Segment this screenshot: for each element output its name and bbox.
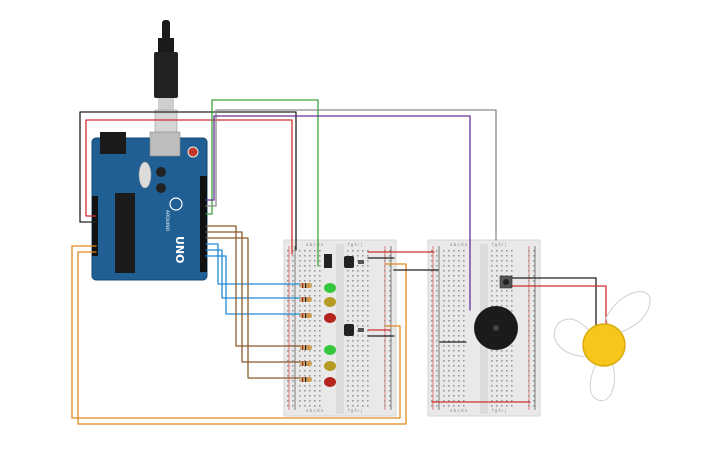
led-green-4[interactable] (324, 345, 336, 355)
resistor-band (308, 313, 310, 318)
resistor-band (305, 361, 307, 366)
resistor-band (302, 297, 304, 302)
wires[interactable] (71, 99, 607, 425)
breadboard-col-labels-left: a b c d e (306, 242, 324, 247)
transistor-small[interactable] (324, 254, 332, 268)
wire-brown-led6[interactable] (205, 237, 301, 379)
led-yellow-5[interactable] (324, 361, 336, 371)
wire-gray-signal[interactable] (205, 109, 497, 241)
resistor-band (302, 283, 304, 288)
led-yellow-2[interactable] (324, 297, 336, 307)
wire-orange-a0[interactable] (71, 245, 401, 419)
resistor-band (308, 283, 310, 288)
resistor-band (305, 345, 307, 350)
usb-cable[interactable] (154, 20, 178, 141)
wire-black-motor[interactable] (509, 277, 597, 331)
piezo-buzzer[interactable] (474, 306, 518, 350)
breadboard-col-labels-left-bottom: a b c d e (306, 408, 324, 413)
wire-brown-led4[interactable] (205, 225, 301, 347)
breadboard2-col-labels-right-bottom: f g h i j (492, 408, 506, 413)
arduino-logo-icon (169, 197, 183, 211)
breadboard2-col-labels-right: f g h i j (492, 242, 506, 247)
arduino-uno-board[interactable]: UNO ARDUINO (91, 131, 208, 281)
led-green-1[interactable] (324, 283, 336, 293)
wire-black-gnd[interactable] (79, 111, 297, 251)
resistor-band (302, 313, 304, 318)
resistor-band (305, 297, 307, 302)
board-model-label: UNO (173, 236, 186, 264)
led-red-3[interactable] (324, 313, 336, 323)
resistor-band (308, 297, 310, 302)
resistor-group (300, 283, 312, 382)
breadboard-col-labels-right-bottom: f g h i j (348, 408, 362, 413)
resistor-band (302, 345, 304, 350)
resistor-band (305, 313, 307, 318)
breadboard-main[interactable]: a b c d e f g h i j a b c d e f g h i j (283, 239, 397, 417)
wire-red-motor[interactable] (509, 285, 607, 333)
breadboard2-col-labels-left: a b c d e (450, 242, 468, 247)
resistor-band (305, 283, 307, 288)
resistor-band (308, 361, 310, 366)
resistor-band (308, 377, 310, 382)
wire-red-5v[interactable] (85, 119, 293, 255)
wire-orange-a1[interactable] (77, 251, 407, 425)
breadboard2-col-labels-left-bottom: a b c d e (450, 408, 468, 413)
led-red-6[interactable] (324, 377, 336, 387)
resistor-band (302, 377, 304, 382)
breadboard-col-labels-right: f g h i j (348, 242, 362, 247)
board-brand-label: ARDUINO (164, 210, 170, 232)
sensor-ic-1[interactable] (344, 256, 364, 268)
dc-motor-fan[interactable] (553, 291, 651, 402)
pushbutton[interactable] (499, 275, 513, 289)
resistor-band (305, 377, 307, 382)
wire-purple-signal[interactable] (205, 115, 471, 311)
wire-brown-led5[interactable] (205, 231, 301, 363)
wire-blue-led1[interactable] (205, 243, 301, 285)
resistor-band (302, 361, 304, 366)
led-group (324, 283, 336, 387)
wire-green-signal[interactable] (205, 99, 319, 267)
resistor-band (308, 345, 310, 350)
wire-blue-led2[interactable] (205, 249, 301, 299)
sensor-ic-2[interactable] (344, 324, 364, 336)
wire-blue-led3[interactable] (205, 255, 301, 315)
